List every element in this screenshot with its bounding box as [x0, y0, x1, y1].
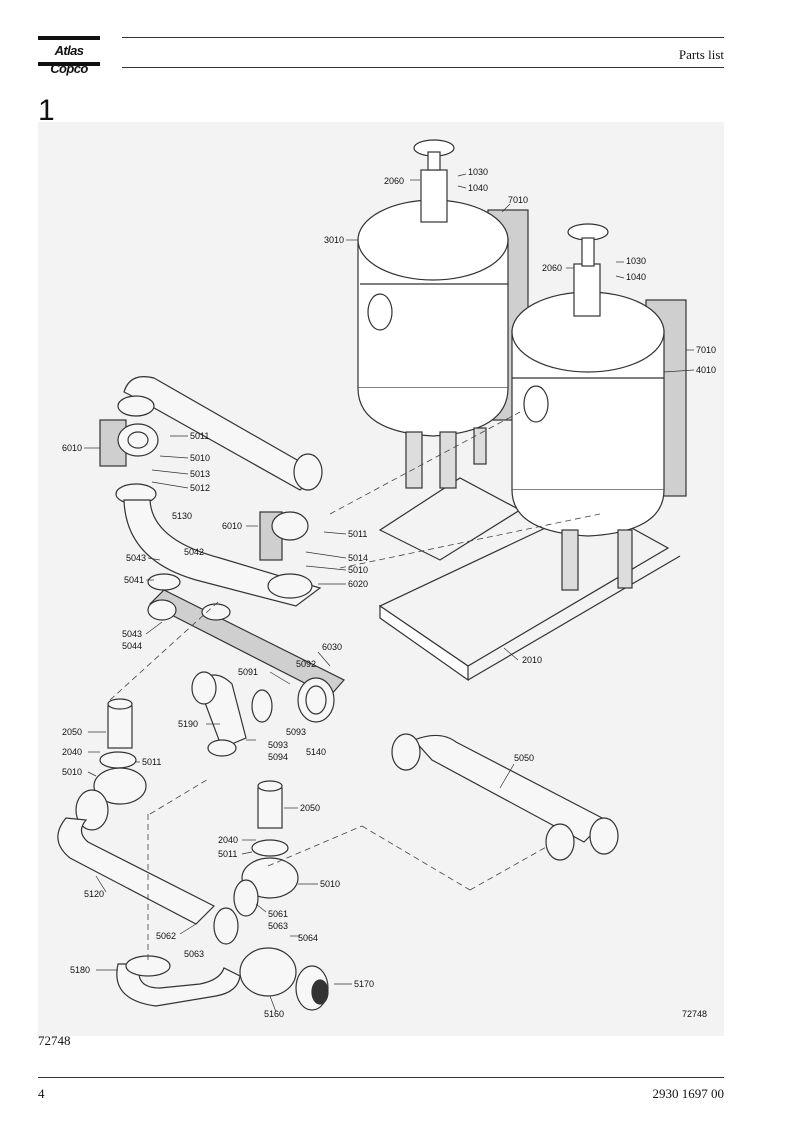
label-5092: 5092	[296, 659, 316, 669]
label-5010-c: 5010	[62, 767, 82, 777]
parts-diagram: 1030 1040 2060 7010 3010 1030 1040 2060 …	[57, 139, 716, 1019]
label-1030-b: 1030	[626, 256, 646, 266]
label-5011-c: 5011	[142, 757, 161, 767]
label-5010-d: 5010	[320, 879, 340, 889]
label-5010-a: 5010	[190, 453, 210, 463]
label-5093-a: 5093	[286, 727, 306, 737]
label-5010-b: 5010	[348, 565, 368, 575]
figure-id-inside: 72748	[682, 1009, 707, 1019]
label-5011-a: 5011	[190, 431, 209, 441]
label-5063-b: 5063	[184, 949, 204, 959]
label-5091: 5091	[238, 667, 258, 677]
label-6030: 6030	[322, 642, 342, 652]
label-5064: 5064	[298, 933, 318, 943]
header-top-rule	[122, 37, 724, 38]
header-bottom-rule	[122, 67, 724, 68]
label-1030-a: 1030	[468, 167, 488, 177]
label-6010-a: 6010	[62, 443, 82, 453]
label-1040-b: 1040	[626, 272, 646, 282]
label-7010-b: 7010	[696, 345, 716, 355]
label-2060-b: 2060	[542, 263, 562, 273]
label-1040-a: 1040	[468, 183, 488, 193]
label-5043-b: 5043	[122, 629, 142, 639]
footer-rule	[38, 1077, 724, 1078]
tank-4010	[511, 223, 687, 591]
label-5170: 5170	[354, 979, 374, 989]
logo-text: Atlas Copco	[50, 43, 88, 76]
label-5044: 5044	[122, 641, 142, 651]
label-5041: 5041	[124, 575, 144, 585]
label-2050-a: 2050	[62, 727, 82, 737]
pipe-5050	[391, 733, 619, 861]
page-number: 4	[38, 1086, 45, 1101]
section-number: 1	[38, 94, 55, 127]
upper-manifold	[99, 376, 345, 697]
figure-caption: 72748	[38, 1033, 71, 1048]
label-2050-b: 2050	[300, 803, 320, 813]
label-5011-d: 5011	[218, 849, 237, 859]
label-5013: 5013	[190, 469, 210, 479]
label-5062: 5062	[156, 931, 176, 941]
label-5050: 5050	[514, 753, 534, 763]
label-6020: 6020	[348, 579, 368, 589]
tank-3010	[357, 139, 529, 489]
label-4010: 4010	[696, 365, 716, 375]
label-5140: 5140	[306, 747, 326, 757]
lower-assembly	[57, 698, 329, 1011]
label-2040-b: 2040	[218, 835, 238, 845]
label-5094: 5094	[268, 752, 288, 762]
label-5043-a: 5043	[126, 553, 146, 563]
label-5061: 5061	[268, 909, 288, 919]
label-5190: 5190	[178, 719, 198, 729]
label-5012: 5012	[190, 483, 210, 493]
frame-2010	[378, 477, 681, 682]
label-6010-b: 6010	[222, 521, 242, 531]
valve-5190	[191, 671, 335, 757]
label-5042: 5042	[184, 547, 204, 557]
atlas-copco-logo: Atlas Copco	[38, 36, 100, 76]
document-number: 2930 1697 00	[652, 1086, 725, 1101]
header-title: Parts list	[678, 47, 724, 62]
label-5093-b: 5093	[268, 740, 288, 750]
label-5120: 5120	[84, 889, 104, 899]
label-3010: 3010	[324, 235, 344, 245]
label-2040-a: 2040	[62, 747, 82, 757]
label-5130: 5130	[172, 511, 192, 521]
label-5011-b: 5011	[348, 529, 367, 539]
label-5180: 5180	[70, 965, 90, 975]
label-5014: 5014	[348, 553, 368, 563]
label-2060-a: 2060	[384, 176, 404, 186]
label-7010-a: 7010	[508, 195, 528, 205]
label-2010: 2010	[522, 655, 542, 665]
label-5063-a: 5063	[268, 921, 288, 931]
label-5160: 5160	[264, 1009, 284, 1019]
